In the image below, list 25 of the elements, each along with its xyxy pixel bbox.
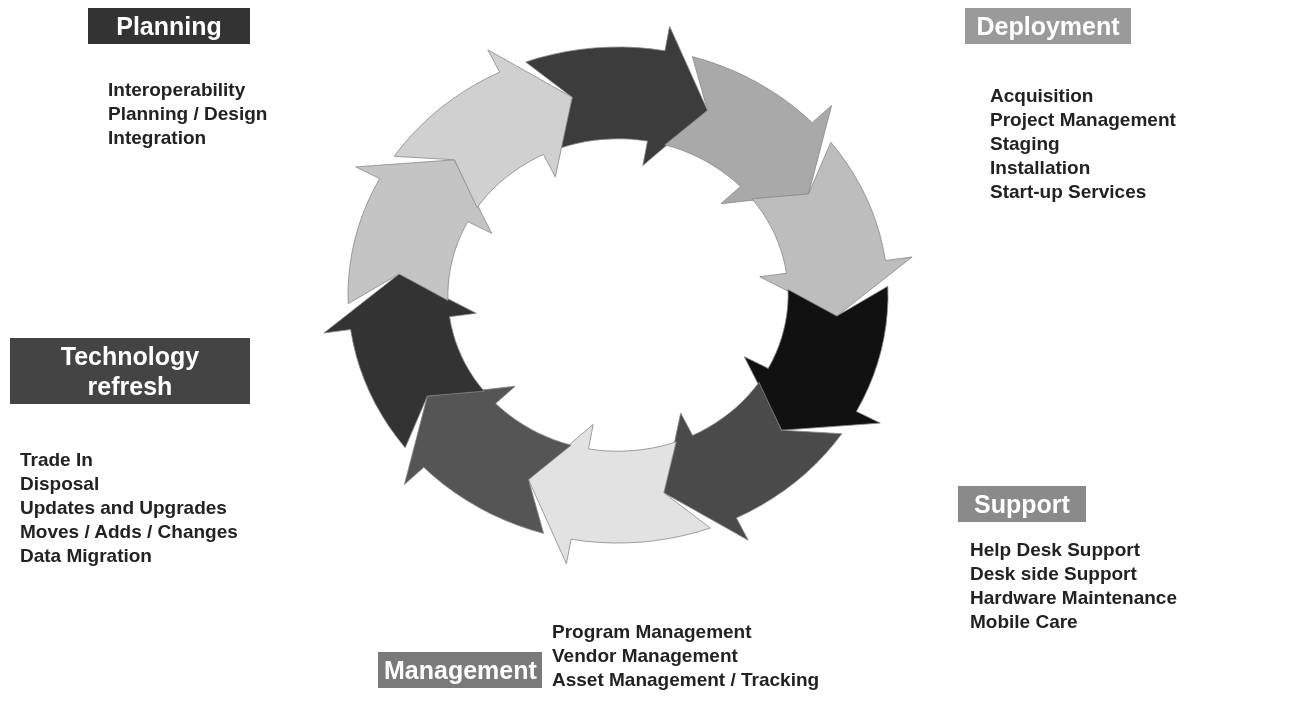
list-item: Acquisition xyxy=(990,84,1094,108)
list-item: Interoperability xyxy=(108,78,246,102)
list-item: Data Migration xyxy=(20,544,152,568)
list-item: Start-up Services xyxy=(990,180,1147,204)
list-item: Disposal xyxy=(20,472,100,496)
list-item: Help Desk Support xyxy=(970,538,1140,562)
list-item: Installation xyxy=(990,156,1091,180)
list-item: Updates and Upgrades xyxy=(20,496,227,520)
list-item: Trade In xyxy=(20,448,93,472)
list-item: Staging xyxy=(990,132,1060,156)
heading-box: Technology refresh xyxy=(10,338,250,404)
heading-box: Planning xyxy=(88,8,250,44)
list-item: Project Management xyxy=(990,108,1176,132)
list-item: Planning / Design xyxy=(108,102,268,126)
list-item: Vendor Management xyxy=(552,644,738,668)
list-item: Desk side Support xyxy=(970,562,1137,586)
list-item: Mobile Care xyxy=(970,610,1078,634)
list-item: Hardware Maintenance xyxy=(970,586,1177,610)
heading-box: Management xyxy=(378,652,542,688)
heading-box: Support xyxy=(958,486,1086,522)
list-item: Integration xyxy=(108,126,207,150)
list-item: Program Management xyxy=(552,620,752,644)
heading-box: Deployment xyxy=(965,8,1131,44)
list-item: Asset Management / Tracking xyxy=(552,668,820,692)
list-item: Moves / Adds / Changes xyxy=(20,520,238,544)
